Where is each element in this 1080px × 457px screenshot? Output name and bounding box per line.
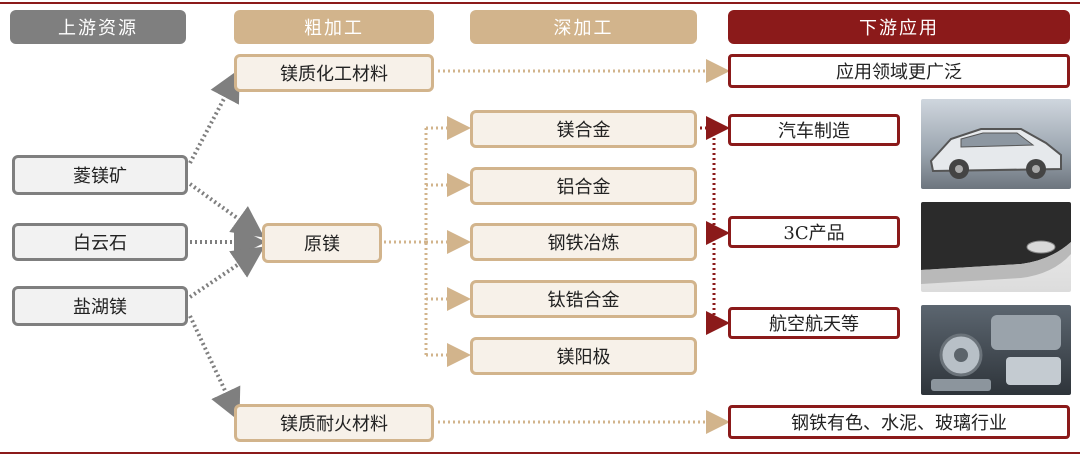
link-magnesite-chemical xyxy=(188,68,240,164)
header-downstream: 下游应用 xyxy=(728,10,1070,44)
link-saltlake-refractory xyxy=(188,315,241,422)
header-deep: 深加工 xyxy=(470,10,697,44)
node-saltlake-mg: 盐湖镁 xyxy=(12,286,188,326)
node-mg-chemical: 镁质化工材料 xyxy=(234,54,434,92)
phone-edge-image xyxy=(921,202,1071,292)
node-mg-alloy: 镁合金 xyxy=(470,110,697,148)
node-dolomite: 白云石 xyxy=(12,223,188,261)
node-tizr-alloy: 钛锆合金 xyxy=(470,280,697,318)
node-al-alloy: 铝合金 xyxy=(470,167,697,205)
car-body-image xyxy=(921,99,1071,189)
top-rule xyxy=(0,2,1080,4)
link-magnesite-primary xyxy=(188,182,265,238)
node-wider-use: 应用领域更广泛 xyxy=(728,54,1070,88)
node-industries: 钢铁有色、水泥、玻璃行业 xyxy=(728,405,1070,439)
node-auto: 汽车制造 xyxy=(728,114,900,146)
link-saltlake-primary xyxy=(188,246,265,299)
header-upstream: 上游资源 xyxy=(10,10,186,44)
node-magnesite: 菱镁矿 xyxy=(12,155,188,195)
header-rough: 粗加工 xyxy=(234,10,434,44)
node-mg-refractory: 镁质耐火材料 xyxy=(234,404,434,442)
aero-parts-image xyxy=(921,305,1071,395)
bottom-rule xyxy=(0,452,1080,454)
node-mg-anode: 镁阳极 xyxy=(470,337,697,375)
node-steel: 钢铁冶炼 xyxy=(470,223,697,261)
node-primary-mg: 原镁 xyxy=(262,223,382,263)
node-aerospace: 航空航天等 xyxy=(728,307,900,339)
node-3c: 3C产品 xyxy=(728,216,900,248)
